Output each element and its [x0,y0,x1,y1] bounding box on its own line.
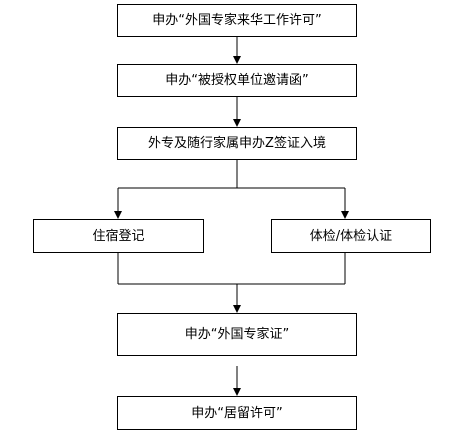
step-health-check: 体检/体检认证 [271,219,431,253]
step-accommodation-registration: 住宿登记 [33,219,204,253]
step-expert-certificate-application: 申办“外国专家证” [117,313,357,356]
step-residence-permit-application: 申办“居留许可” [117,396,357,430]
step-invitation-letter-application: 申办“被授权单位邀请函” [117,64,357,97]
step-z-visa-label: 外专及随行家属申办Z签证入境 [148,136,326,151]
step-work-permit-label: 申办“外国专家来华工作许可” [152,13,322,28]
step-z-visa-entry: 外专及随行家属申办Z签证入境 [117,127,357,160]
step-work-permit-application: 申办“外国专家来华工作许可” [117,4,357,37]
step-health-check-label: 体检/体检认证 [309,228,393,244]
step-invitation-letter-label: 申办“被授权单位邀请函” [165,73,309,88]
step-accommodation-label: 住宿登记 [92,228,145,244]
step-residence-permit-label: 申办“居留许可” [191,405,283,421]
step-expert-certificate-label: 申办“外国专家证” [184,327,290,342]
